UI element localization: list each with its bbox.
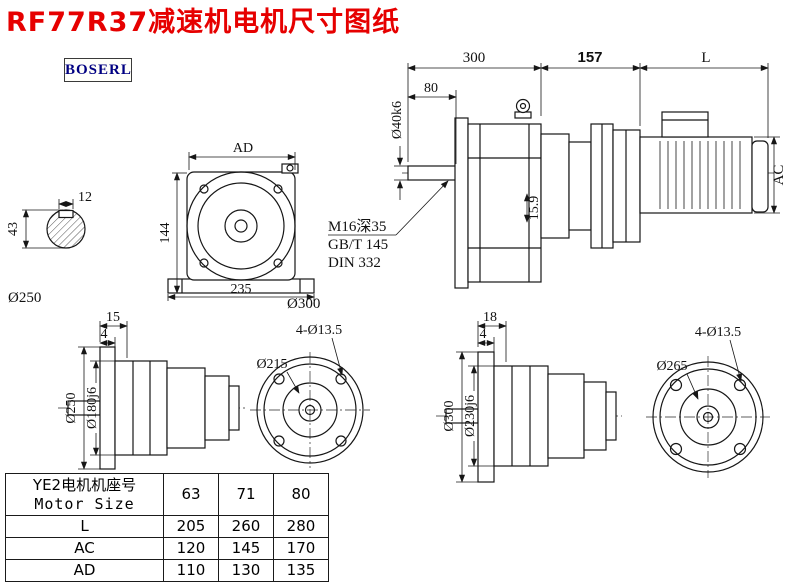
value-ad-63: 110 (163, 559, 219, 582)
brand-logo: BOSERL (64, 58, 132, 82)
dim-15-9: 15.9 (527, 196, 542, 221)
dim-shaft-dia: Ø40k6 (390, 101, 405, 139)
dim-flange-dia-250: Ø250 (64, 392, 79, 423)
dim-flange-offset-18: 18 (483, 310, 497, 325)
dim-ad: AD (233, 141, 253, 156)
row-label-ac: AC (5, 537, 164, 560)
dim-80: 80 (424, 81, 438, 96)
table-header-size-80: 80 (273, 473, 329, 516)
flange-250-side-view: 15 4 Ø250 Ø180j6 (58, 310, 246, 470)
dim-235: 235 (231, 282, 252, 297)
value-ad-80: 135 (273, 559, 329, 582)
dim-157: 157 (577, 49, 602, 66)
note-din-332: DIN 332 (328, 255, 381, 271)
table-header-size-63: 63 (163, 473, 219, 516)
row-label-l: L (5, 515, 164, 538)
label-flange-250: Ø250 (8, 290, 41, 306)
dim-shaft-section-dia: 43 (6, 222, 21, 236)
value-ac-80: 170 (273, 537, 329, 560)
note-bolt-holes-small: 4-Ø13.5 (296, 323, 342, 338)
table-header-size-71: 71 (218, 473, 274, 516)
dim-flange-offset-15: 15 (106, 310, 120, 325)
note-bolt-holes-large: 4-Ø13.5 (695, 325, 741, 340)
table-header-cn: YE2电机机座号 (32, 475, 137, 494)
value-ad-71: 130 (218, 559, 274, 582)
page-title: RF77R37减速机电机尺寸图纸 (6, 7, 401, 38)
dim-l: L (701, 50, 710, 66)
dim-spigot-dia-230: Ø230j6 (463, 395, 478, 437)
dim-keyway-width: 12 (78, 190, 92, 205)
value-l-63: 205 (163, 515, 219, 538)
shaft-section-view: 12 43 Ø250 (6, 190, 92, 306)
table-row-ad: AD 110 130 135 (5, 559, 329, 582)
table-header-row: YE2电机机座号 Motor Size 63 71 80 (5, 473, 329, 516)
table-header-motor-size: YE2电机机座号 Motor Size (5, 473, 164, 516)
dim-144: 144 (158, 223, 173, 244)
flange-300-front-view: 4-Ø13.5 Ø265 (646, 325, 770, 478)
value-l-71: 260 (218, 515, 274, 538)
table-row-l: L 205 260 280 (5, 515, 329, 538)
table-header-en: Motor Size (34, 494, 135, 513)
dim-bolt-circle-215: Ø215 (256, 357, 287, 372)
dim-flange-dia-300: Ø300 (442, 400, 457, 431)
dim-lip-4-large: 4 (480, 327, 487, 342)
table-row-ac: AC 120 145 170 (5, 537, 329, 560)
flange-300-side-view: 18 4 Ø300 Ø230j6 (436, 310, 622, 483)
value-ac-71: 145 (218, 537, 274, 560)
note-gbt-145: GB/T 145 (328, 237, 388, 253)
label-flange-300: Ø300 (287, 296, 320, 312)
note-tap-hole: M16深35 (328, 218, 386, 235)
dim-ac: AC (771, 165, 787, 186)
dim-bolt-circle-265: Ø265 (656, 359, 687, 374)
value-l-80: 280 (273, 515, 329, 538)
row-label-ad: AD (5, 559, 164, 582)
motor-size-table: YE2电机机座号 Motor Size 63 71 80 L 205 260 2… (5, 473, 329, 582)
gearbox-front-view: AD 144 235 Ø300 (158, 141, 320, 312)
value-ac-63: 120 (163, 537, 219, 560)
dim-lip-4-small: 4 (101, 327, 108, 342)
flange-250-front-view: 4-Ø13.5 Ø215 (250, 323, 370, 468)
dim-spigot-dia-180: Ø180j6 (85, 387, 100, 429)
dim-300: 300 (463, 50, 486, 66)
assembly-side-view: 300 157 L 80 Ø40k6 AC 15.9 M16深35 GB/T 1… (328, 49, 787, 289)
